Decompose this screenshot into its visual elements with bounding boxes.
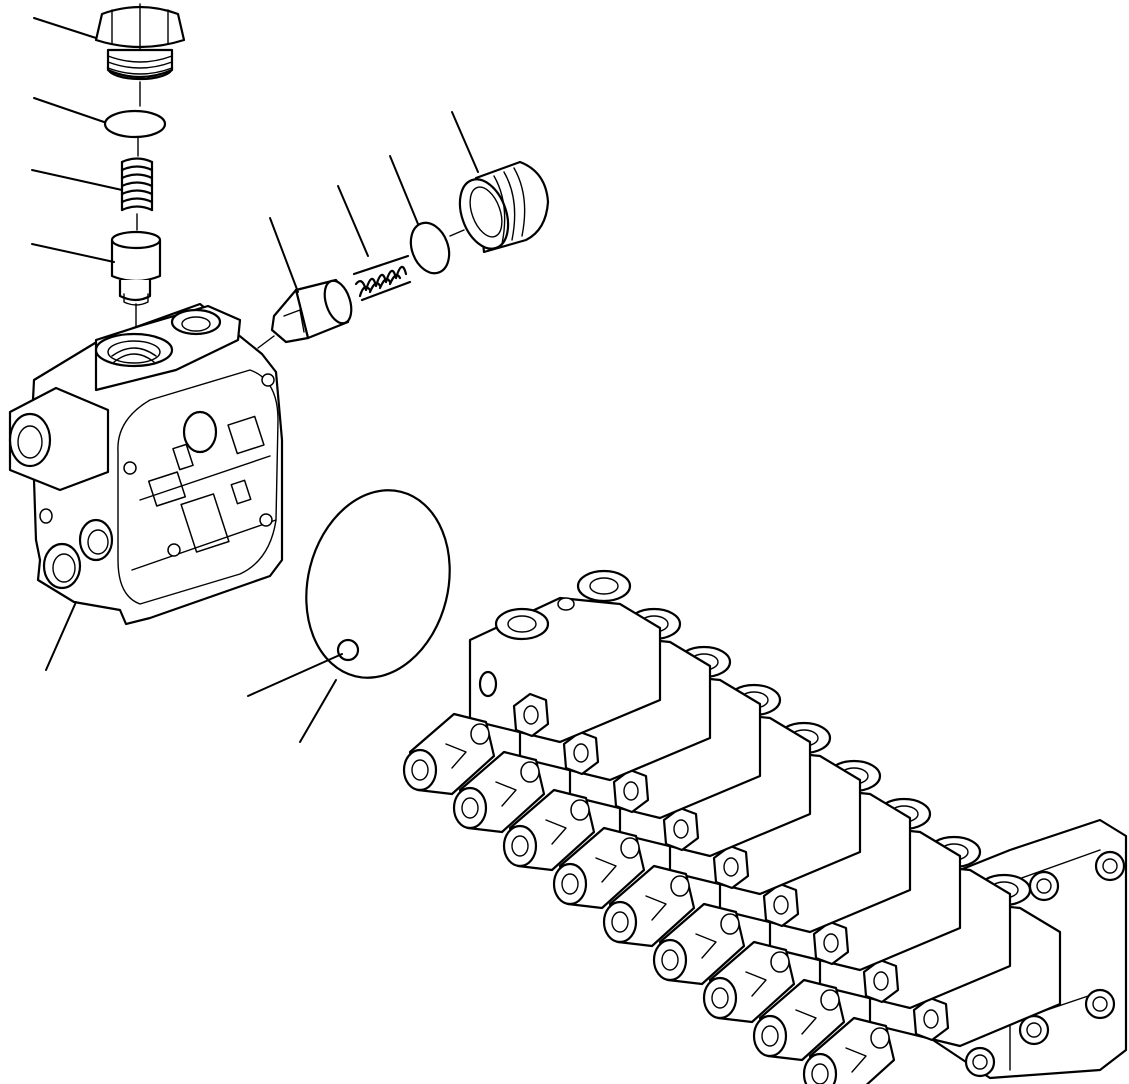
hex-fitting <box>512 692 550 738</box>
spool-end <box>552 862 588 906</box>
small-o-ring <box>336 638 360 662</box>
end-cover-bolt <box>1084 988 1116 1020</box>
side-spring <box>352 254 412 302</box>
spool-end <box>502 824 538 868</box>
control-valve-assembly <box>402 569 1128 1084</box>
leader-lines <box>31 17 479 743</box>
side-o-ring <box>409 221 451 275</box>
top-plug <box>94 3 186 81</box>
top-o-ring <box>103 109 167 139</box>
spool-end <box>652 938 688 982</box>
spool-end <box>752 1014 788 1058</box>
valve-section-body <box>8 302 284 626</box>
axis-line-5 <box>257 335 275 349</box>
end-cover-bolt <box>1094 850 1126 882</box>
section-seal-o-ring <box>305 489 451 679</box>
side-poppet <box>270 278 353 344</box>
top-spring <box>120 157 154 212</box>
end-cover-bolt <box>1028 870 1060 902</box>
spool-end <box>452 786 488 830</box>
spool-end <box>702 976 738 1020</box>
axis-line-6 <box>449 229 465 237</box>
spool-end <box>802 1052 838 1084</box>
port-boss <box>494 607 550 641</box>
spool-end <box>602 900 638 944</box>
end-cover-bolt <box>964 1046 996 1078</box>
spool-end <box>402 748 438 792</box>
top-poppet <box>110 230 162 306</box>
inlet-port <box>478 670 498 698</box>
port-boss <box>576 569 632 603</box>
side-plug <box>458 160 550 254</box>
